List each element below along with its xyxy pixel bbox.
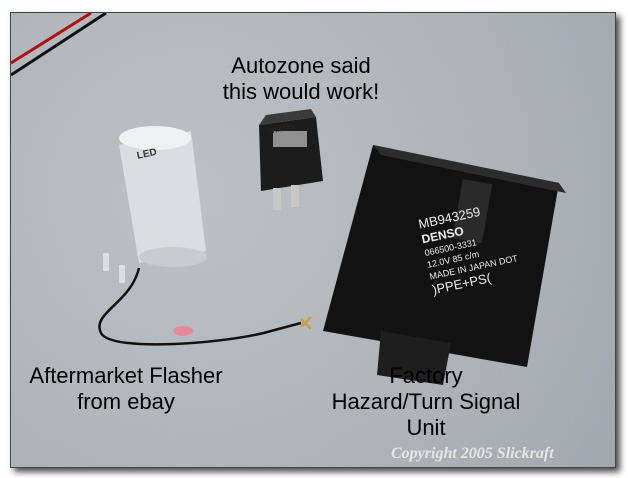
- copyright-watermark: Copyright 2005 Slickraft: [391, 445, 554, 462]
- caption-line: Hazard/Turn Signal: [331, 389, 521, 414]
- caption-line: Unit: [406, 415, 446, 440]
- black-wire: [11, 13, 107, 77]
- red-wire: [11, 13, 92, 65]
- small-relay: [259, 109, 323, 215]
- caption-factory: Factory Hazard/Turn Signal Unit: [311, 363, 541, 441]
- caption-line: Autozone said: [231, 53, 371, 78]
- caption-line: Aftermarket Flasher: [29, 363, 223, 388]
- photo-scene: [11, 13, 615, 467]
- caption-line: this would work!: [222, 79, 380, 104]
- caption-line: Factory: [389, 363, 463, 388]
- caption-autozone: Autozone said this would work!: [201, 53, 401, 105]
- caption-line: from ebay: [77, 389, 175, 414]
- caption-aftermarket: Aftermarket Flasher from ebay: [21, 363, 231, 415]
- led-flasher: [98, 126, 312, 346]
- factory-unit: [323, 145, 566, 385]
- photo: MB943259 DENSO 066500-3331 12.0V 85 c/m …: [10, 12, 616, 468]
